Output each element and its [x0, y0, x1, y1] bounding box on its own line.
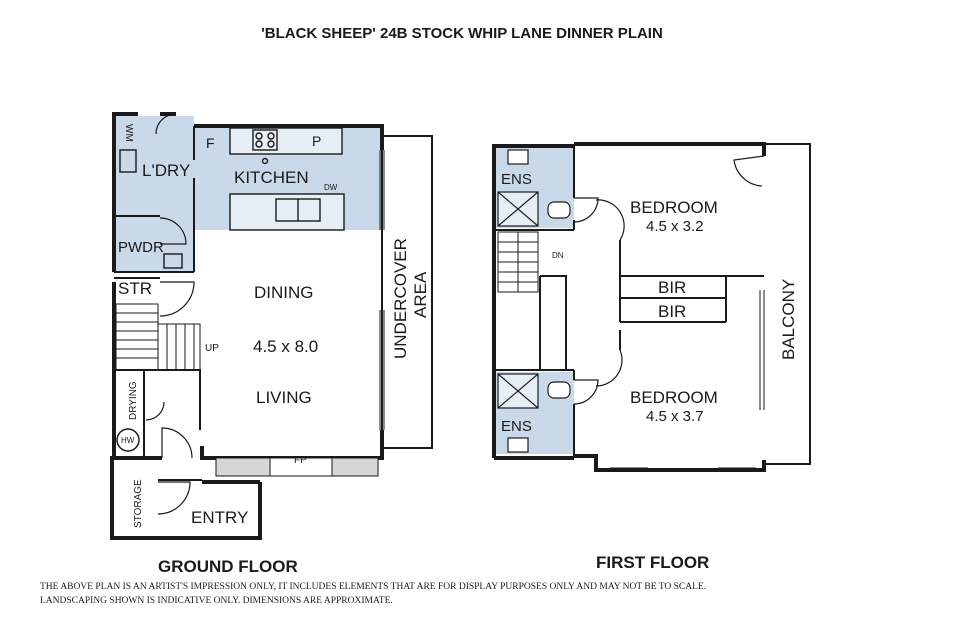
storage-label: STORAGE: [133, 479, 144, 528]
fp-label: FP: [294, 455, 307, 466]
first-floor-title: FIRST FLOOR: [596, 553, 709, 572]
bir2-label: BIR: [658, 302, 686, 321]
pantry-label: P: [312, 133, 321, 149]
plan-title: 'BLACK SHEEP' 24B STOCK WHIP LANE DINNER…: [261, 25, 663, 42]
balcony-outline: [764, 143, 811, 465]
kitchen-island: [229, 193, 345, 231]
storeroom-label: STR: [118, 279, 152, 298]
ensuite-top-label: ENS: [501, 171, 532, 188]
undercover-label: UNDERCOVER: [391, 238, 410, 359]
hw-label: HW: [121, 436, 135, 445]
laundry-fill: [114, 116, 194, 216]
ensuite-bottom-basin: [507, 437, 529, 453]
living-dimension: 4.5 x 8.0: [253, 337, 318, 356]
bedroom1-label: BEDROOM: [630, 198, 718, 217]
disclaimer-line-2: LANDSCAPING SHOWN IS INDICATIVE ONLY. DI…: [40, 596, 393, 606]
bir1-label: BIR: [658, 278, 686, 297]
first-floor-plan: ENS BEDROOM 4.5 x 3.2 DN BIR BIR BEDROOM…: [492, 142, 811, 572]
undercover-area: [381, 135, 433, 449]
dw-label: DW: [324, 183, 338, 192]
bedroom1-dimension: 4.5 x 3.2: [646, 218, 704, 235]
ensuite-bottom-toilet: [547, 381, 571, 399]
dining-label: DINING: [254, 283, 314, 302]
kitchen-label: KITCHEN: [234, 168, 309, 187]
kitchen-bench-top: [229, 127, 343, 155]
area-label: AREA: [411, 271, 430, 318]
ground-floor-title: GROUND FLOOR: [158, 557, 298, 576]
bedroom2-label: BEDROOM: [630, 388, 718, 407]
drying-label: DRYING: [128, 381, 139, 420]
ensuite-top-basin: [507, 149, 529, 165]
powder-basin: [163, 253, 183, 269]
dn-label: DN: [552, 251, 564, 260]
balcony-label: BALCONY: [779, 279, 798, 360]
wm-label: WM: [123, 124, 134, 142]
disclaimer: THE ABOVE PLAN IS AN ARTIST'S IMPRESSION…: [40, 580, 920, 608]
cooktop: [252, 129, 278, 151]
entry-label: ENTRY: [191, 508, 248, 527]
powder-label: PWDR: [118, 239, 164, 256]
disclaimer-line-1: THE ABOVE PLAN IS AN ARTIST'S IMPRESSION…: [40, 582, 707, 592]
fridge-label: F: [206, 135, 215, 151]
ground-floor-plan: WM L'DRY PWDR F P KITCHEN DW STR DINING …: [110, 112, 433, 576]
bedroom2-dimension: 4.5 x 3.7: [646, 408, 704, 425]
laundry-label: L'DRY: [142, 161, 190, 180]
ensuite-top-toilet: [547, 201, 571, 219]
living-label: LIVING: [256, 388, 312, 407]
hot-water-unit: [116, 428, 140, 452]
ensuite-bottom-label: ENS: [501, 418, 532, 435]
laundry-sink: [119, 149, 137, 173]
up-label: UP: [205, 343, 219, 354]
